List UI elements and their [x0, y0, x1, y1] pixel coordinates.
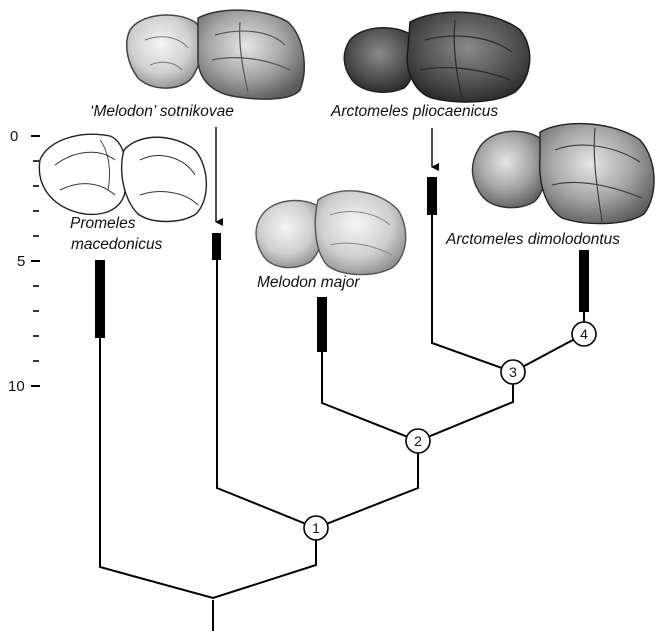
range-bar-dimolodontus — [579, 250, 589, 312]
tooth-promeles-icon — [39, 134, 206, 221]
node-4-label: 4 — [580, 326, 588, 342]
axis-label-0: 0 — [10, 128, 18, 145]
tooth-dimolodontus-icon — [472, 124, 654, 224]
branch-node2 — [322, 352, 513, 441]
node-markers: 1 2 3 4 — [304, 322, 596, 540]
range-bar-sotnikovae — [212, 233, 221, 260]
label-dimolodontus: Arctomeles dimolodontus — [445, 231, 620, 248]
label-major: Melodon major — [257, 274, 360, 291]
node-2: 2 — [406, 429, 430, 453]
node-1: 1 — [304, 516, 328, 540]
tooth-sotnikovae-icon — [127, 10, 305, 99]
axis-label-5: 5 — [17, 253, 25, 270]
label-sotnikovae: ‘Melodon’ sotnikovae — [90, 103, 234, 120]
branch-root — [100, 337, 316, 598]
node-4: 4 — [572, 322, 596, 346]
label-promeles-line2: macedonicus — [71, 236, 163, 253]
tooth-major-icon — [256, 191, 406, 275]
tooth-pliocaenicus-icon — [344, 12, 529, 102]
range-bar-pliocaenicus — [427, 177, 437, 215]
label-promeles-line1: Promeles — [70, 215, 136, 232]
time-axis: 0 5 10 — [8, 128, 40, 395]
node-2-label: 2 — [414, 433, 422, 449]
range-bar-major — [317, 297, 327, 352]
node-3: 3 — [501, 360, 525, 384]
range-bar-promeles — [95, 260, 105, 338]
axis-label-10: 10 — [8, 378, 25, 395]
node-3-label: 3 — [509, 364, 517, 380]
node-1-label: 1 — [312, 520, 320, 536]
label-pliocaenicus: Arctomeles pliocaenicus — [330, 103, 498, 120]
